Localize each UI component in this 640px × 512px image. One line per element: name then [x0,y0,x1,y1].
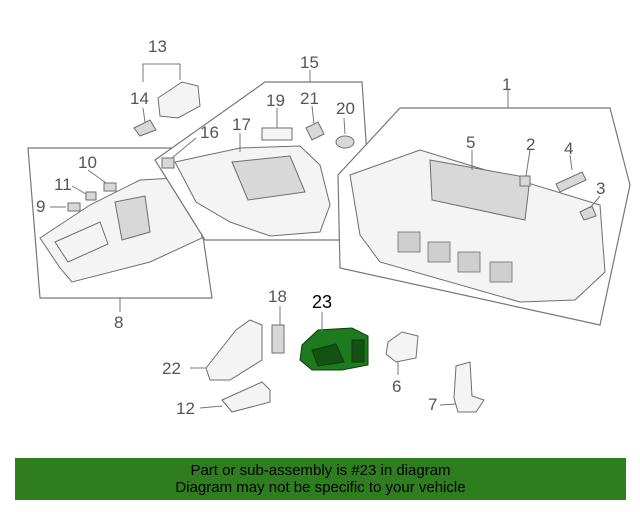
group-1-frame [337,90,631,326]
clip-part-9 [67,202,81,212]
banner-line-1: Part or sub-assembly is #23 in diagram [190,462,451,479]
clip-part-3 [579,205,597,221]
pin-part-4 [555,171,587,193]
callout-10: 10 [78,153,97,172]
group-8-frame [27,147,213,312]
callout-17: 17 [232,115,251,134]
callout-15: 15 [300,53,319,72]
clip-part-16 [161,157,175,169]
callout-23: 23 [312,292,332,312]
callout-12: 12 [176,399,195,418]
callout-6: 6 [392,377,401,396]
callout-11: 11 [54,175,72,194]
callout-7: 7 [428,395,437,414]
group-15-frame [154,70,369,241]
callout-19: 19 [266,91,285,110]
bracket-part-19 [261,127,293,141]
rear-panel-part [349,149,606,303]
banner-line-2: Diagram may not be specific to your vehi… [175,479,466,496]
callout-22: 22 [162,359,181,378]
callout-2: 2 [526,135,535,154]
callout-1: 1 [502,75,511,94]
callout-8: 8 [114,313,123,332]
trim-part-13 [157,81,201,119]
callout-16: 16 [200,123,219,142]
parts-diagram: 1 2 3 4 5 6 7 8 9 10 11 12 13 14 15 16 1… [27,37,631,418]
callout-5: 5 [466,133,475,152]
plug-part-20 [335,135,355,149]
callout-13: 13 [148,37,167,56]
highlighted-part-23 [299,312,369,371]
bracket-part-7 [439,361,485,413]
bracket-part-22 [190,319,263,381]
group-13 [133,63,201,137]
clip-part-18 [271,306,285,354]
callout-14: 14 [130,89,149,108]
clip-part-14 [133,119,157,137]
clip-part-11 [85,191,97,201]
bracket-part-6 [385,331,419,375]
callout-3: 3 [596,179,605,198]
side-trim-part [174,145,331,237]
callout-9: 9 [36,197,45,216]
bracket-part-12 [199,381,271,413]
callout-20: 20 [336,99,355,118]
info-banner: Part or sub-assembly is #23 in diagram D… [15,458,626,500]
callout-18: 18 [268,287,287,306]
clip-part-10 [103,182,117,192]
clip-part-2 [519,175,531,187]
callout-21: 21 [300,89,319,108]
callout-4: 4 [564,139,573,158]
